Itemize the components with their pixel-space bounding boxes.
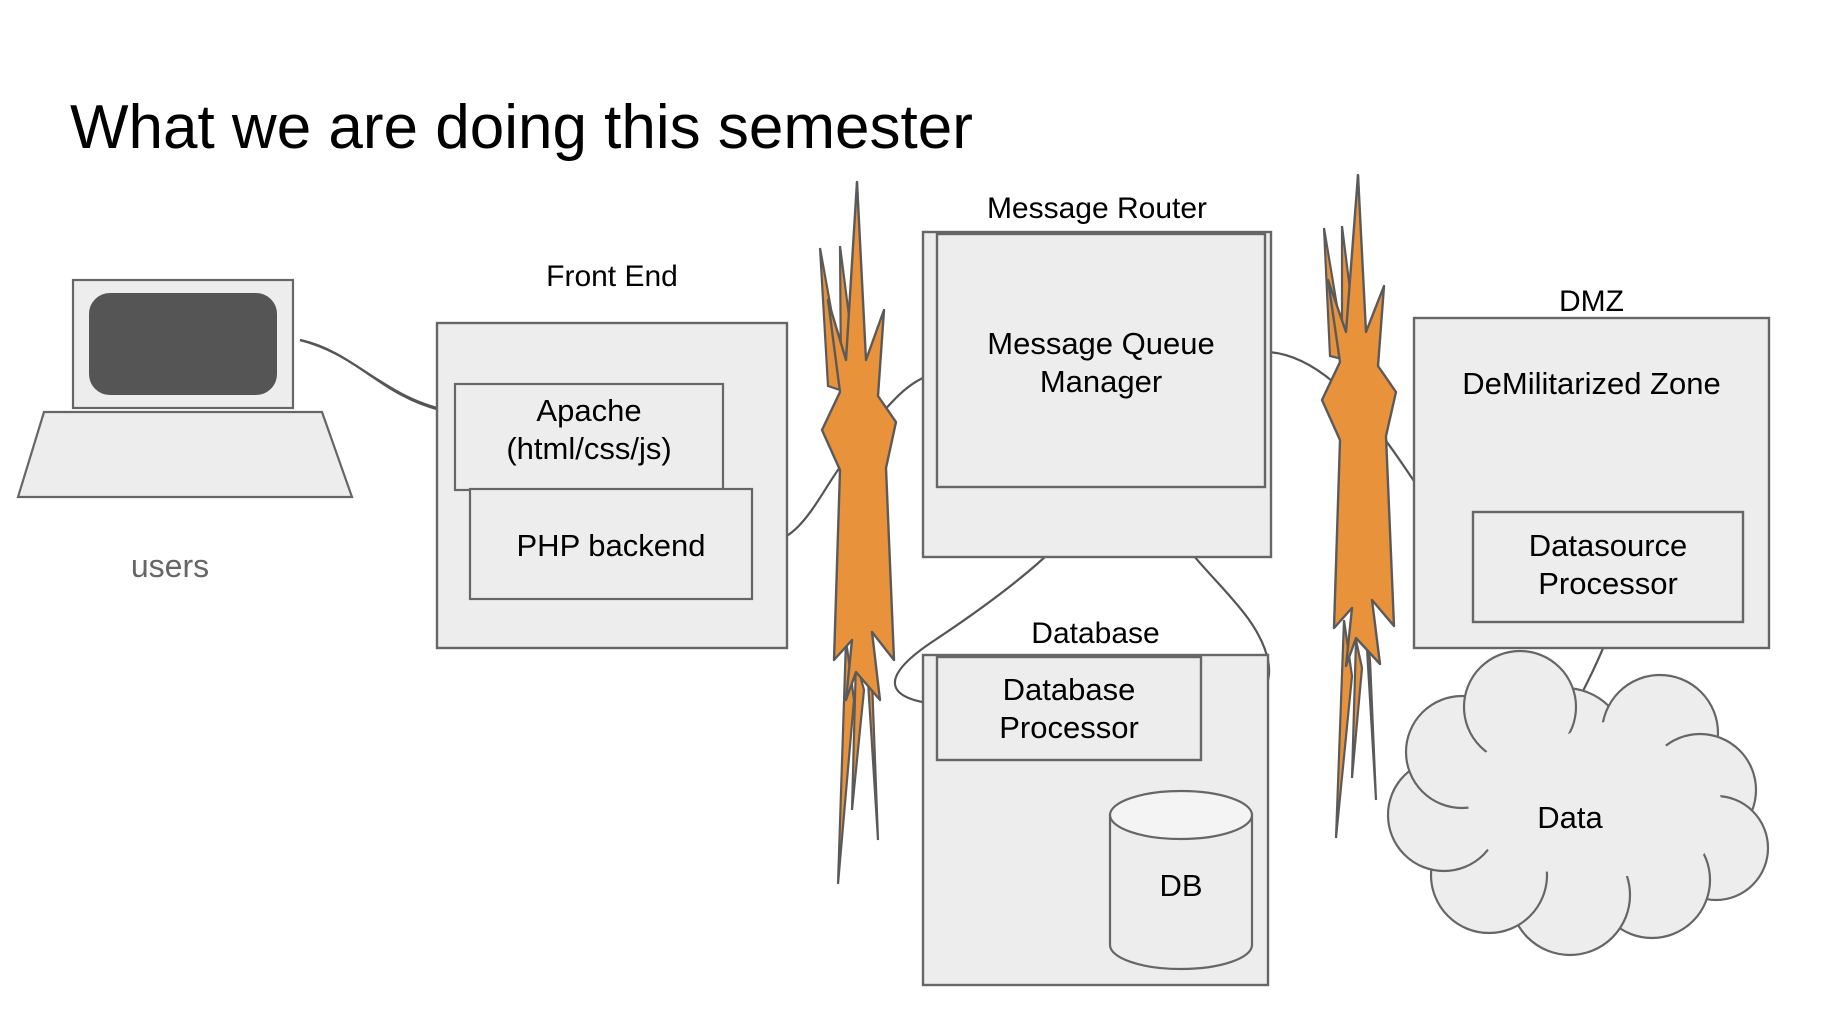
datasource-processor-label: Datasource Processor xyxy=(1473,527,1743,603)
connector-users-to-apache-b xyxy=(299,338,456,414)
front-end-label: Front End xyxy=(546,260,678,293)
datasource-processor-box[interactable] xyxy=(1471,510,1745,624)
database-label: Database xyxy=(1031,617,1160,650)
front-end-group[interactable] xyxy=(435,321,789,650)
db-cylinder-label: DB xyxy=(1159,868,1203,903)
mqm-label-line2: Manager xyxy=(1039,363,1163,399)
users-label: users xyxy=(130,548,210,584)
apache-label-line1: Apache xyxy=(536,393,642,428)
message-queue-manager-label: Message Queue Manager xyxy=(937,325,1265,401)
message-queue-manager-box[interactable] xyxy=(935,232,1267,489)
firewall-lightning-icon-right[interactable] xyxy=(1320,173,1398,839)
database-processor-box[interactable] xyxy=(935,655,1203,762)
firewall-lightning-icon-left[interactable] xyxy=(818,180,898,885)
database-processor-label-line1: Database xyxy=(1002,672,1136,707)
database-group[interactable] xyxy=(921,653,1270,987)
php-backend-box[interactable] xyxy=(468,487,754,601)
apache-label-line2: (html/css/js) xyxy=(506,430,672,466)
data-cloud-label: Data xyxy=(1537,800,1603,835)
cloud-icon[interactable] xyxy=(1386,649,1770,957)
apache-label: Apache (html/css/js) xyxy=(455,392,723,468)
mqm-label-line1: Message Queue xyxy=(987,326,1215,361)
datasource-processor-label-line2: Processor xyxy=(1538,565,1678,601)
database-processor-label-line2: Processor xyxy=(999,709,1139,745)
dmz-heading: DeMilitarized Zone xyxy=(1462,366,1721,401)
desktop-computer-icon xyxy=(16,278,354,499)
dmz-group[interactable] xyxy=(1412,316,1771,650)
apache-box[interactable] xyxy=(453,382,725,492)
datasource-processor-label-line1: Datasource xyxy=(1528,528,1688,563)
database-processor-label: Database Processor xyxy=(937,671,1201,747)
message-router-group[interactable] xyxy=(921,230,1273,559)
php-backend-label-line1: PHP backend xyxy=(516,528,706,563)
page-title: What we are doing this semester xyxy=(70,93,973,162)
dmz-label: DMZ xyxy=(1559,285,1624,318)
db-cylinder-icon[interactable] xyxy=(1108,789,1254,971)
php-backend-label: PHP backend xyxy=(470,527,752,565)
message-router-label: Message Router xyxy=(986,192,1208,225)
